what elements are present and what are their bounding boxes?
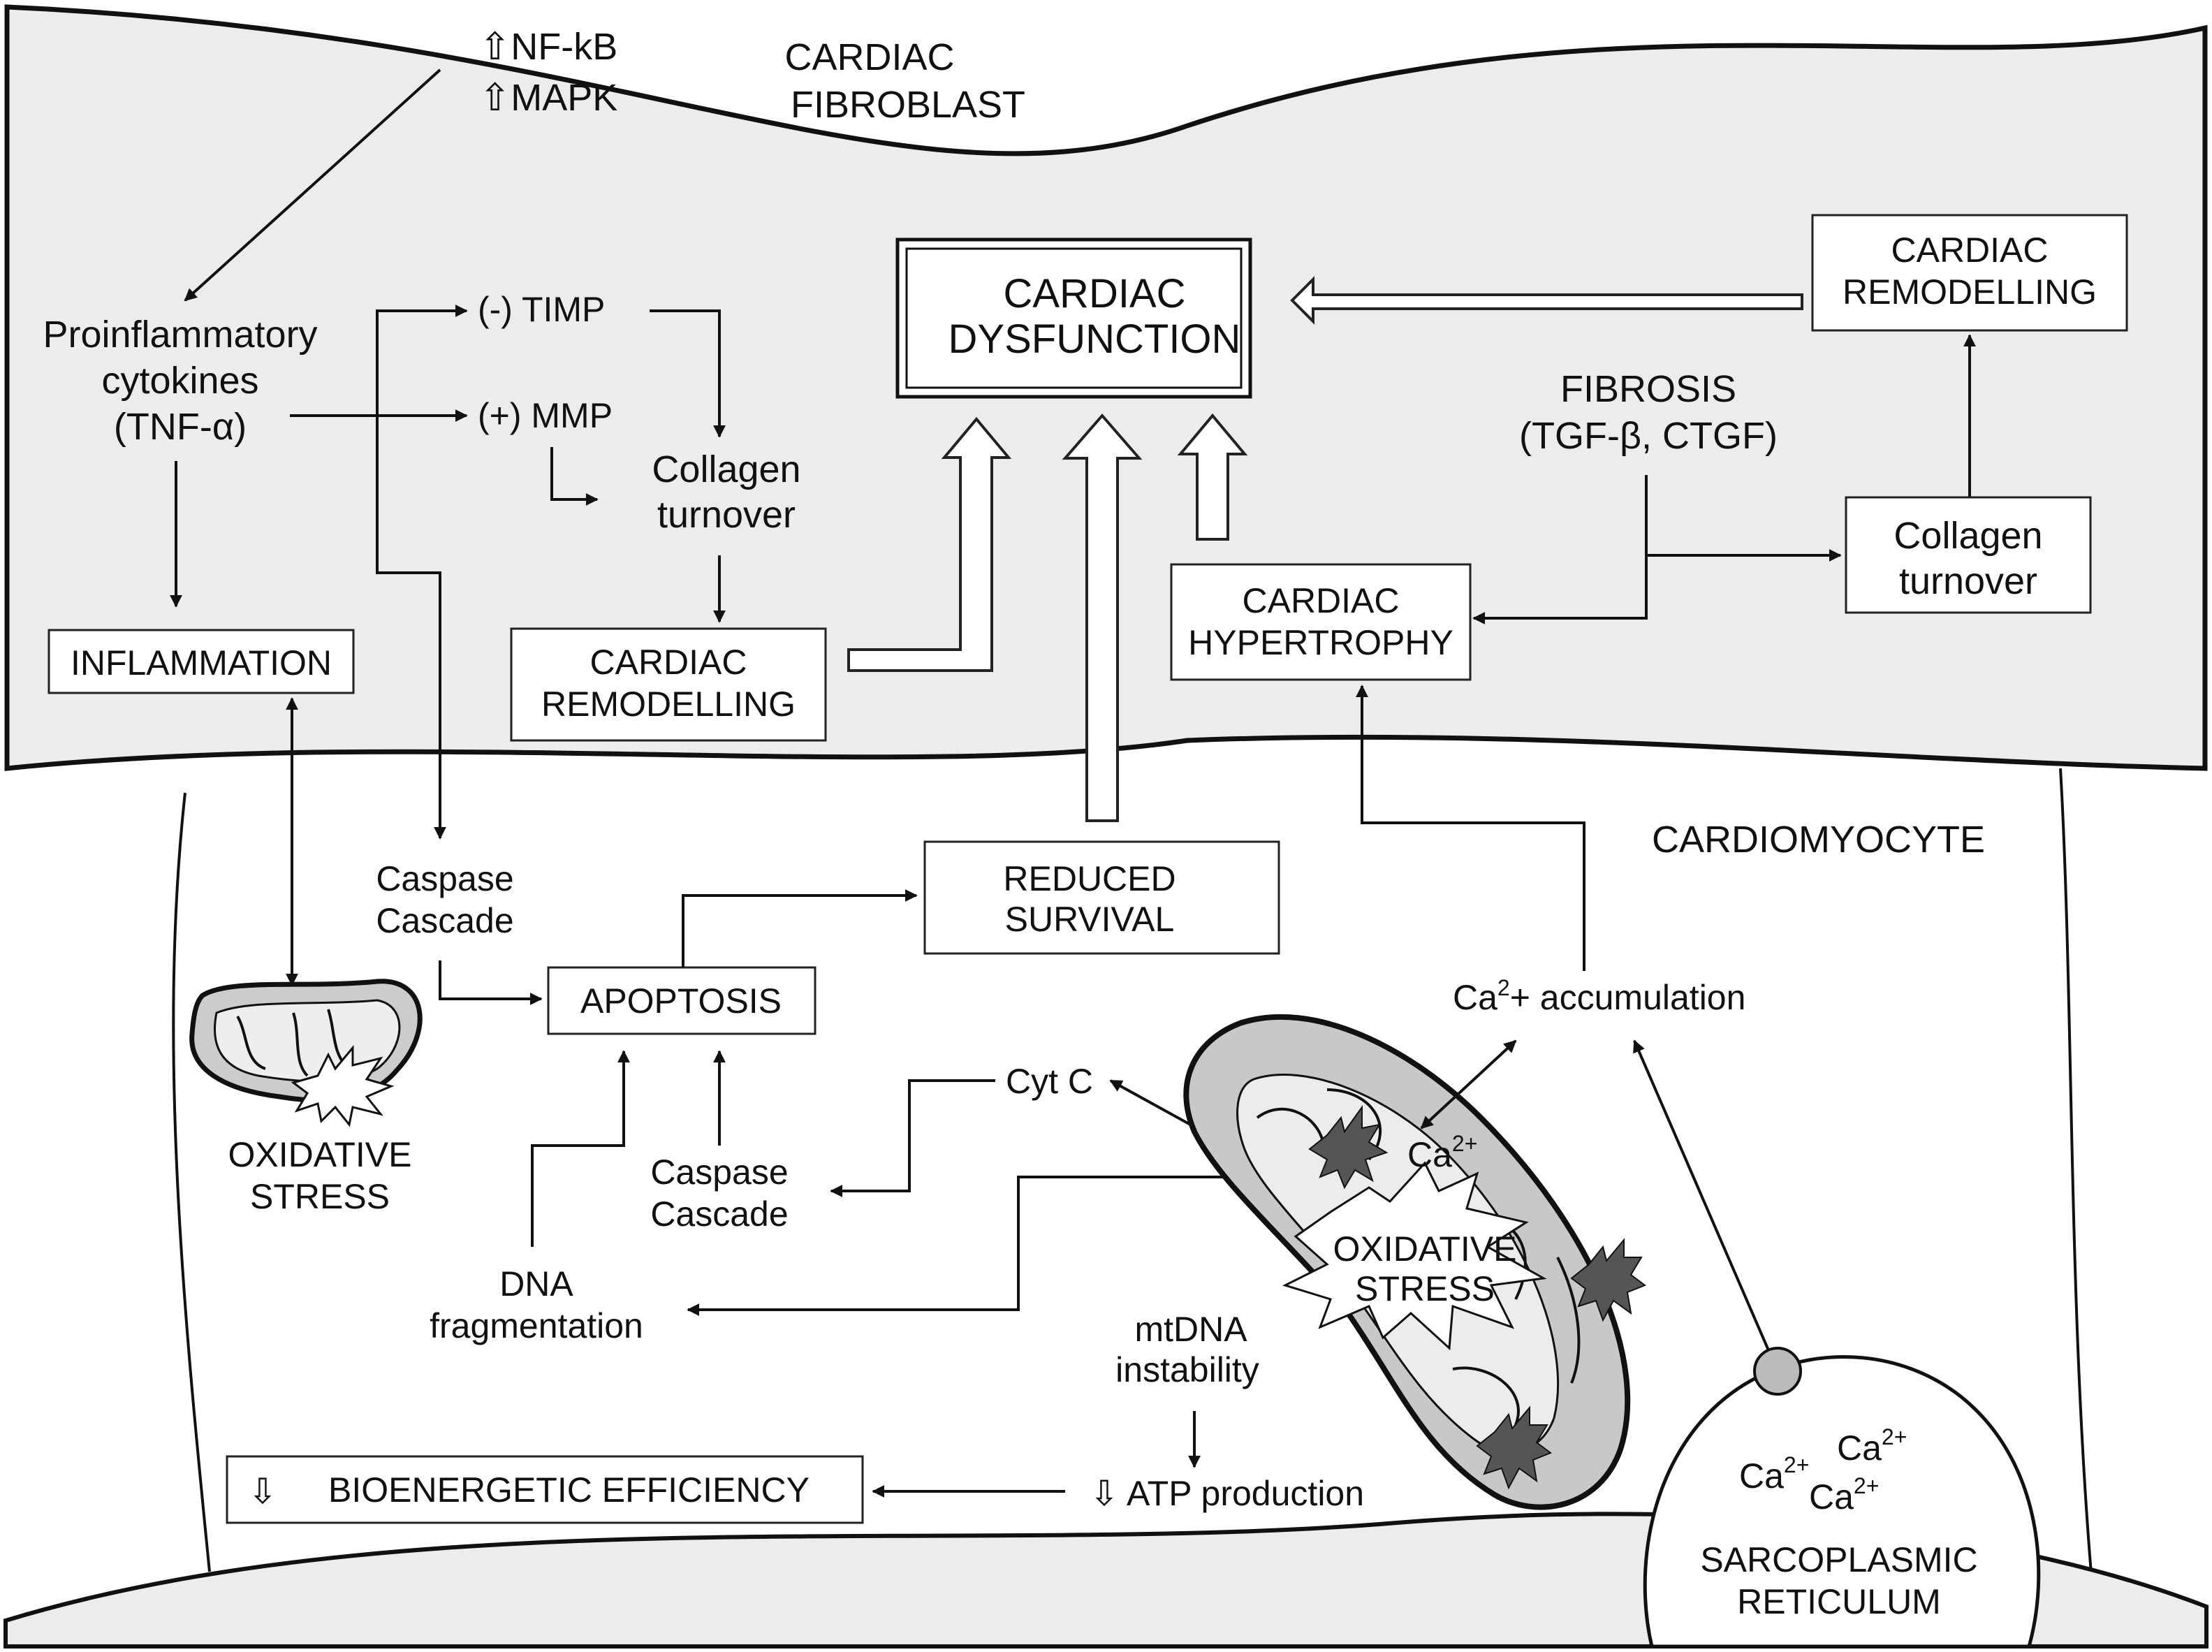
arrow-ca-mito-bidirectional <box>1420 1039 1517 1130</box>
cardiac-hypertrophy-line2: HYPERTROPHY <box>1188 623 1453 662</box>
caspase-top-line1: Caspase <box>376 859 513 898</box>
sr-ca-2: Ca2+ <box>1837 1424 1907 1468</box>
arrow-nfkb-to-cytokines <box>184 68 441 302</box>
cardiac-dysfunction-line2: DYSFUNCTION <box>948 316 1241 362</box>
cardiac-dysfunction-line1: CARDIAC <box>1003 271 1185 316</box>
caspase-mid-line2: Cascade <box>650 1194 788 1234</box>
collagen-right-line1: Collagen <box>1894 515 2042 557</box>
arrow-sr-to-ca-accumulation <box>1633 1039 1779 1372</box>
sr-label-line1: SARCOPLASMIC <box>1700 1540 1977 1579</box>
inflammation-label: INFLAMMATION <box>71 643 332 682</box>
arrow-caspase-top-to-apoptosis <box>439 960 543 1005</box>
mtdna-line2: instability <box>1115 1350 1259 1389</box>
starburst-icon <box>291 1044 395 1127</box>
cardiac-remodelling-left-line2: REMODELLING <box>541 685 796 724</box>
inflammation-box <box>47 629 355 694</box>
fibroblast-title-line2: FIBROBLAST <box>791 84 1025 126</box>
arrow-apoptosis-to-survival <box>682 889 918 967</box>
nfkb-label: ⇧NF-kB <box>479 26 617 68</box>
arrow-fibrosis-to-hypertrophy <box>1472 475 1648 624</box>
collagen-label-line2: turnover <box>657 494 796 536</box>
fibroblast-title-line1: CARDIAC <box>784 36 954 78</box>
dna-fragmentation-line2: fragmentation <box>430 1306 643 1345</box>
ca-channel <box>1753 1347 1802 1396</box>
caspase-top-line2: Cascade <box>376 901 513 940</box>
sarcoplasmic-reticulum <box>1643 1355 2041 1649</box>
proinflammatory-label-line1: Proinflammatory <box>43 314 317 356</box>
starburst-icon <box>1476 1405 1553 1490</box>
proinflammatory-label-line3: (TNF-α) <box>114 406 247 448</box>
apoptosis-box <box>547 966 816 1035</box>
down-arrow-icon: ⇩ <box>248 1472 277 1511</box>
arrow-to-caspase-top <box>377 571 446 840</box>
ca-mito-label: Ca2+ <box>1407 1131 1477 1174</box>
mapk-label: ⇧MAPK <box>479 77 617 119</box>
arrow-mito-to-dna <box>687 1176 1296 1316</box>
arrow-cytc-to-caspase <box>830 1079 995 1197</box>
collagen-label-line1: Collagen <box>652 448 800 490</box>
atp-production-label: ⇩ ATP production <box>1090 1474 1364 1513</box>
sr-ca-1: Ca2+ <box>1739 1452 1809 1496</box>
starburst-icon <box>1570 1238 1647 1322</box>
reduced-survival-box <box>923 840 1280 955</box>
cyt-c-label: Cyt C <box>1006 1062 1093 1101</box>
cardiomyocyte-membrane-left <box>172 792 211 1572</box>
caspase-mid-line1: Caspase <box>650 1153 788 1192</box>
small-mitochondrion <box>189 979 423 1127</box>
oxstress-small-line1: OXIDATIVE <box>228 1135 411 1174</box>
cardiac-remodelling-box-right <box>1811 214 2128 332</box>
mmp-label: (+) MMP <box>478 396 613 435</box>
cardiac-hypertrophy-box <box>1170 563 1472 681</box>
hollow-arrow-remodelling-to-dysfunction <box>847 416 1012 672</box>
reduced-survival-line2: SURVIVAL <box>1005 900 1175 939</box>
cardiac-remodelling-right-line1: CARDIAC <box>1891 231 2048 270</box>
hollow-arrow-survival-to-dysfunction <box>1062 413 1143 822</box>
oxidative-stress-burst <box>1282 1161 1547 1351</box>
cardiomyocyte-membrane-right <box>2059 768 2097 1621</box>
oxstress-big-line2: STRESS <box>1355 1269 1495 1308</box>
cardiomyocyte-title: CARDIOMYOCYTE <box>1652 819 1985 861</box>
reduced-survival-line1: REDUCED <box>1003 859 1175 898</box>
dna-fragmentation-line1: DNA <box>499 1264 573 1303</box>
fibrosis-line1: FIBROSIS <box>1560 368 1736 410</box>
bioenergetic-efficiency-box <box>226 1455 864 1524</box>
arrow-ca-to-hypertrophy <box>1356 685 1585 971</box>
cardiac-remodelling-left-line1: CARDIAC <box>589 643 747 682</box>
proinflammatory-label-line2: cytokines <box>101 360 258 402</box>
cardiac-hypertrophy-line1: CARDIAC <box>1242 581 1399 620</box>
arrow-mmp-to-collagen <box>550 447 599 506</box>
apoptosis-label: APOPTOSIS <box>580 981 782 1021</box>
arrow-timp-to-collagen <box>650 309 726 438</box>
hollow-arrow-remodelling-right-to-dysfunction <box>1290 276 1803 325</box>
cardiac-remodelling-right-line2: REMODELLING <box>1843 272 2097 312</box>
starburst-icon <box>1308 1104 1389 1190</box>
timp-label: (-) TIMP <box>478 290 605 329</box>
hollow-arrow-hypertrophy-to-dysfunction <box>1177 413 1248 541</box>
cardiac-dysfunction-box <box>895 237 1252 399</box>
bioenergetic-efficiency-label: BIOENERGETIC EFFICIENCY <box>328 1470 810 1510</box>
ca-accumulation-label: Ca2+ accumulation <box>1453 975 1745 1017</box>
cardiac-remodelling-box-left <box>510 627 827 742</box>
arrow-dna-to-apoptosis <box>531 1050 630 1247</box>
oxstress-big-line1: OXIDATIVE <box>1333 1229 1516 1269</box>
sr-label-line2: RETICULUM <box>1737 1582 1941 1621</box>
mtdna-line1: mtDNA <box>1134 1310 1247 1349</box>
sr-ca-3: Ca2+ <box>1809 1473 1879 1516</box>
fibrosis-line2: (TGF-β, CTGF) <box>1519 415 1778 457</box>
collagen-right-line2: turnover <box>1899 560 2037 602</box>
oxstress-small-line2: STRESS <box>250 1177 390 1216</box>
collagen-turnover-box-right <box>1845 496 2092 614</box>
